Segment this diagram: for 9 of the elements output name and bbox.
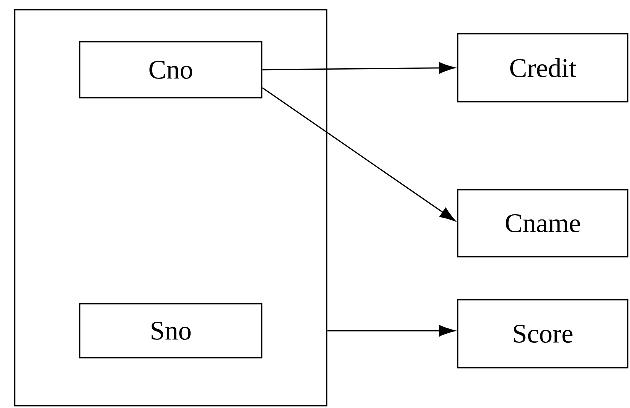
label-box: Cname [457, 189, 629, 258]
arrow [262, 88, 456, 222]
label-box: Credit [457, 33, 629, 103]
container-box [14, 9, 328, 407]
label-box: Score [457, 299, 629, 369]
arrow [262, 62, 456, 74]
label-box: Cno [79, 41, 263, 99]
arrow [328, 325, 456, 337]
label-box: Sno [79, 303, 263, 359]
